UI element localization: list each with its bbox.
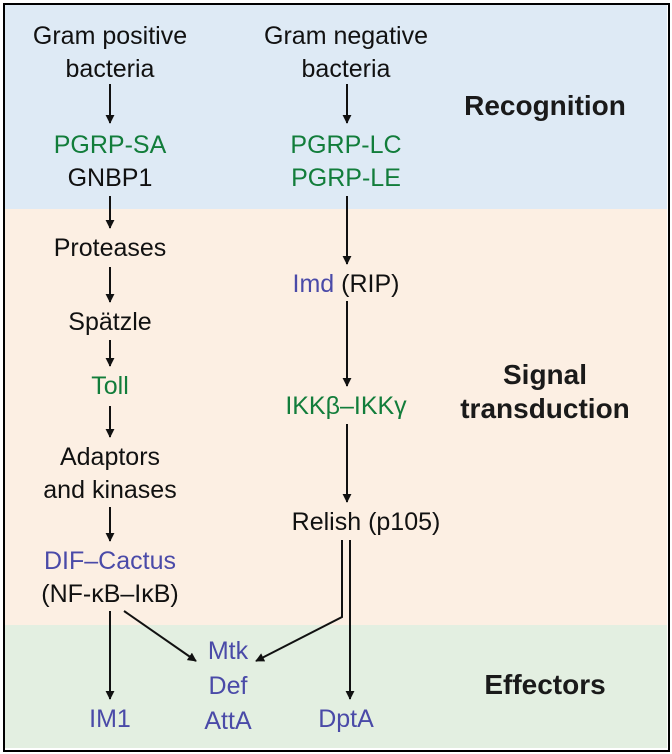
gram-positive-label-line2: bacteria xyxy=(65,55,155,83)
gram-negative-label-line1: Gram negative xyxy=(264,22,428,50)
adaptors-node-line2: and kinases xyxy=(43,476,177,504)
gnbp1-node: GNBP1 xyxy=(67,164,153,192)
dif-cactus-node: DIF–Cactus xyxy=(44,547,176,575)
pgrp-lc-node: PGRP-LC xyxy=(290,131,402,159)
imd-node: Imd xyxy=(292,270,335,298)
recognition-band xyxy=(4,4,667,209)
signal-label-line2: transduction xyxy=(460,393,630,424)
gram-negative-label-line2: bacteria xyxy=(301,55,391,83)
arrow-relish-to-mtk xyxy=(255,540,343,662)
mtk-effector: Mtk xyxy=(207,637,249,665)
signal-label-line1: Signal xyxy=(502,359,587,390)
effectors-label: Effectors xyxy=(484,669,606,700)
rip-note: (RIP) xyxy=(341,270,400,298)
relish-node: Relish (p105) xyxy=(291,508,441,536)
def-effector: Def xyxy=(208,672,248,700)
im1-effector: IM1 xyxy=(89,705,131,733)
pgrp-le-node: PGRP-LE xyxy=(291,164,401,192)
dpta-effector: DptA xyxy=(318,705,374,733)
effectors-band xyxy=(4,625,667,748)
imd-row: Imd (RIP) xyxy=(246,268,446,301)
pgrp-sa-node: PGRP-SA xyxy=(53,131,167,159)
toll-node: Toll xyxy=(91,372,129,400)
ikk-node: IKKβ–IKKγ xyxy=(285,392,407,420)
nfkb-ikb-note: (NF-κB–IκB) xyxy=(41,580,179,608)
gram-positive-label-line1: Gram positive xyxy=(32,22,188,50)
atta-effector: AttA xyxy=(204,707,252,735)
adaptors-node-line1: Adaptors xyxy=(59,443,161,471)
recognition-label: Recognition xyxy=(464,90,626,121)
arrow-dif-to-mtk xyxy=(123,610,197,662)
spatzle-node: Spätzle xyxy=(68,308,152,336)
proteases-node: Proteases xyxy=(53,234,167,262)
signal-transduction-band xyxy=(4,209,667,625)
